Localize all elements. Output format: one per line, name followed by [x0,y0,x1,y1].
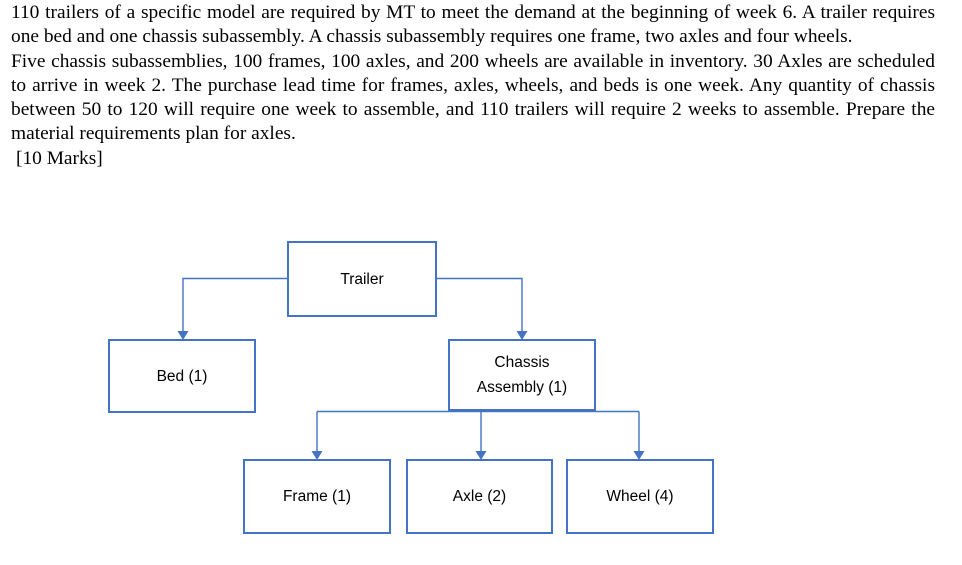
node-bed: Bed (1) [108,339,256,413]
connector-trailer-to-chassis [437,277,523,331]
connector-trailer-to-bed [182,277,287,331]
node-wheel: Wheel (4) [566,459,714,534]
node-axle: Axle (2) [406,459,553,534]
node-frame-label: Frame (1) [282,488,352,505]
problem-paragraph-2: Five chassis subassemblies, 100 frames, … [11,50,935,145]
node-trailer: Trailer [287,241,437,317]
node-chassis-assembly: Chassis Assembly (1) [448,339,596,411]
node-bed-label: Bed (1) [156,367,208,385]
marks-label: [10 Marks] [16,147,103,169]
problem-paragraph-1: 110 trailers of a specific model are req… [11,2,935,48]
node-axle-label: Axle (2) [452,488,507,505]
node-wheel-label: Wheel (4) [606,488,674,505]
node-chassis-assembly-label: Chassis Assembly (1) [476,354,568,396]
problem-statement: 110 trailers of a specific model are req… [11,1,935,171]
node-frame: Frame (1) [243,459,391,534]
node-trailer-label: Trailer [340,270,384,288]
